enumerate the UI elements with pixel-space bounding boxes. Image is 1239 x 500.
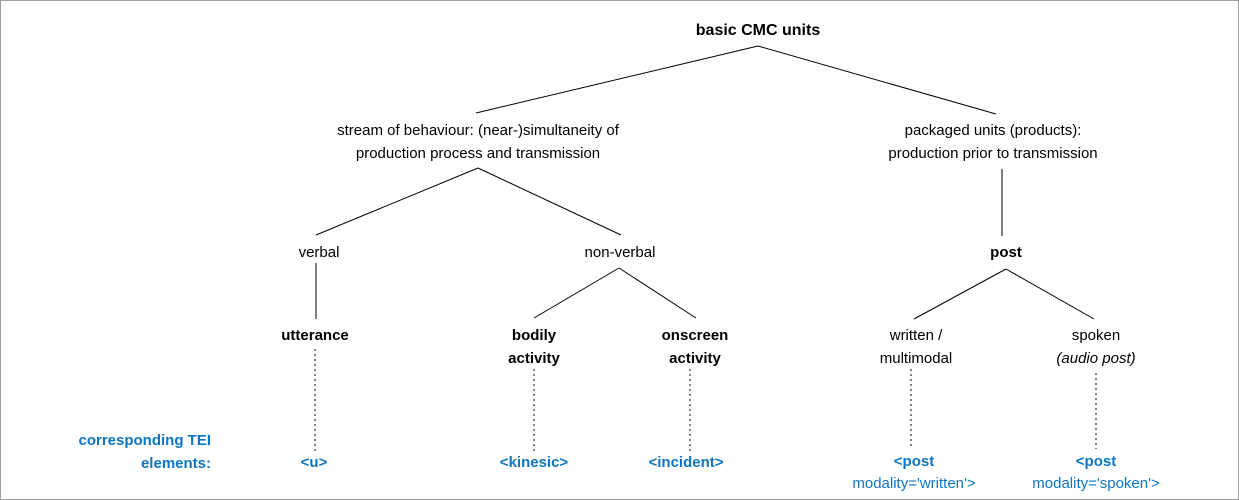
node-spoken-audio-post: spoken (audio post) <box>1056 324 1135 370</box>
tei-element-u: <u> <box>300 454 328 471</box>
node-utterance: utterance <box>281 327 349 344</box>
edge-stream-verbal <box>315 167 479 236</box>
node-bodily-line2: activity <box>508 350 560 367</box>
edge-stream-nonverbal <box>477 167 622 236</box>
node-bodily-activity: bodily activity <box>508 324 560 370</box>
tei-element-post-spoken: <post modality='spoken'> <box>1032 451 1159 495</box>
node-packaged-line1: packaged units (products): <box>904 122 1082 139</box>
node-spoken-line2: (audio post) <box>1056 350 1136 367</box>
node-stream-line1: stream of behaviour: (near-)simultaneity… <box>337 122 619 139</box>
node-packaged-line2: production prior to transmission <box>888 145 1098 162</box>
edge-nonverbal-onscreen <box>618 267 697 319</box>
tei-element-post-written: <post modality='written'> <box>852 451 975 495</box>
node-onscreen-activity: onscreen activity <box>662 324 729 370</box>
tei-post-spoken-tag: <post <box>1075 453 1117 470</box>
node-onscreen-line2: activity <box>669 350 721 367</box>
node-bodily-line1: bodily <box>511 327 557 344</box>
tei-caption: corresponding TEI elements: <box>26 429 211 475</box>
node-spoken-line1: spoken <box>1071 327 1121 344</box>
node-verbal: verbal <box>298 244 340 261</box>
node-onscreen-line1: onscreen <box>661 327 729 344</box>
tei-post-written-attr: modality='written'> <box>852 475 976 492</box>
node-stream-of-behaviour: stream of behaviour: (near-)simultaneity… <box>337 119 619 165</box>
tei-post-written-tag: <post <box>893 453 935 470</box>
node-written-line2: multimodal <box>879 350 953 367</box>
edge-root-stream <box>475 45 759 114</box>
tei-post-spoken-attr: modality='spoken'> <box>1032 475 1160 492</box>
edge-nonverbal-bodily <box>533 267 620 319</box>
node-stream-line2: production process and transmission <box>355 145 601 162</box>
node-basic-cmc-units: basic CMC units <box>695 22 821 39</box>
node-written-multimodal: written / multimodal <box>880 324 953 370</box>
tei-caption-line1: corresponding TEI <box>78 432 211 449</box>
node-non-verbal: non-verbal <box>584 244 656 261</box>
tei-element-incident: <incident> <box>648 454 724 471</box>
edge-root-packaged <box>757 45 997 115</box>
node-packaged-units: packaged units (products): production pr… <box>888 119 1097 165</box>
edge-post-written <box>913 268 1007 320</box>
tei-element-kinesic: <kinesic> <box>499 454 569 471</box>
edge-post-spoken <box>1005 268 1095 320</box>
node-written-line1: written / <box>889 327 943 344</box>
tei-caption-line2: elements: <box>140 455 211 472</box>
node-post: post <box>990 244 1022 261</box>
